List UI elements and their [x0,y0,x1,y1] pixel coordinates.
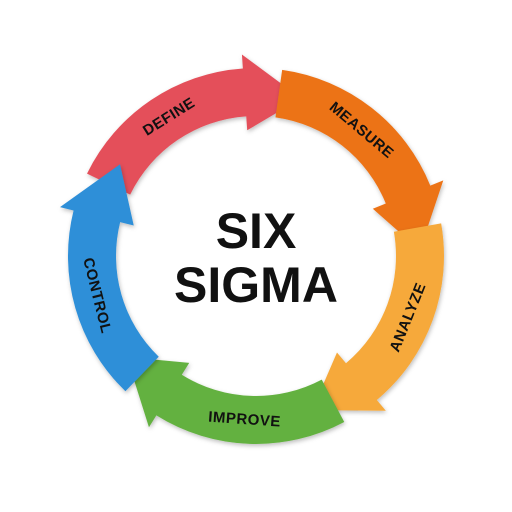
cycle-arrows [60,54,444,444]
center-title: SIX SIGMA [174,203,338,313]
center-title-line-1: SIX [216,203,297,259]
arrow-measure [275,69,444,251]
label-improve: IMPROVE [208,409,282,431]
arrow-analyze [312,223,444,411]
arrow-define [87,54,302,195]
center-title-line-2: SIGMA [174,257,338,313]
arrow-improve [126,356,345,444]
arrow-control [60,164,159,392]
